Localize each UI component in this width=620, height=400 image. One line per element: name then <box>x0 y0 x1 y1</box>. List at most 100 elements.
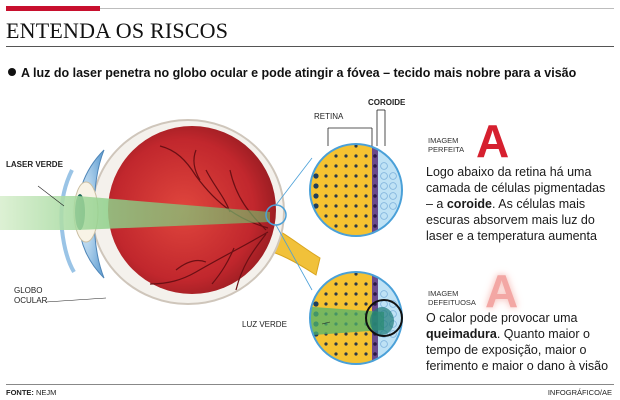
image-tag-a-line2: PERFEITA <box>428 145 465 154</box>
retina-cell <box>354 204 358 208</box>
retina-cell <box>344 174 348 178</box>
panel-b-line4: ferimento e maior o dano à visão <box>426 359 609 373</box>
retina-cell <box>344 194 348 198</box>
choroid-cell <box>380 212 388 220</box>
image-tag-b-line1: IMAGEM <box>428 289 459 298</box>
retina-cell <box>334 174 338 178</box>
retina-cell <box>364 282 368 286</box>
retina-cell <box>313 203 319 209</box>
retina-cell <box>354 342 358 346</box>
title-accent-bar <box>6 6 100 11</box>
panel-a-text: Logo abaixo da retina há uma camada de c… <box>426 164 605 244</box>
pigment-cell <box>373 224 377 228</box>
retina-cell <box>364 164 368 168</box>
panel-b-line2-bold: queimadura <box>426 327 497 341</box>
footer-source-value: NEJM <box>36 388 57 397</box>
label-coroide: COROIDE <box>368 98 406 107</box>
retina-cell <box>324 292 328 296</box>
label-globo: GLOBO OCULAR <box>14 286 54 306</box>
footer-divider <box>6 384 614 385</box>
label-retina: RETINA <box>314 112 344 121</box>
retina-cell <box>354 302 358 306</box>
retina-cell <box>364 352 368 356</box>
retina-cell <box>344 282 348 286</box>
retina-cell <box>354 352 358 356</box>
leader-line <box>37 185 65 207</box>
label-laser-text: LASER VERDE <box>6 160 63 169</box>
retina-cell <box>354 154 358 158</box>
panel-a-line3-post: . As células mais <box>492 197 586 211</box>
leader-line <box>321 321 331 325</box>
label-laser: LASER VERDE <box>6 160 63 170</box>
retina-cell <box>324 214 328 218</box>
panel-a-line4: escuras absorvem mais luz do <box>426 213 595 227</box>
retina-cell <box>364 342 368 346</box>
letter-a-sharp: A <box>476 115 510 167</box>
retina-cell <box>364 214 368 218</box>
image-tag-b: IMAGEM DEFEITUOSA <box>428 289 476 307</box>
retina-cell <box>334 282 338 286</box>
retina-cell <box>324 302 328 306</box>
pigment-cell <box>373 342 377 346</box>
retina-cell <box>344 332 348 336</box>
retina-cell <box>324 164 328 168</box>
title-top-rule <box>100 8 614 9</box>
retina-cell <box>364 204 368 208</box>
retina-cell <box>334 154 338 158</box>
retina-cell <box>354 214 358 218</box>
choroid-cell <box>380 340 388 348</box>
pigment-cell <box>373 352 377 356</box>
panel-b-line2: queimadura. Quanto maior o <box>426 326 608 342</box>
retina-cell <box>354 144 358 148</box>
retina-cell <box>313 173 319 179</box>
retina-cell <box>334 292 338 296</box>
burn-highlight <box>365 299 403 337</box>
retina-cell <box>354 282 358 286</box>
choroid-cell <box>380 192 388 200</box>
panel-a-line5: laser e a temperatura aumenta <box>426 229 597 243</box>
detail-circle-a <box>309 143 403 237</box>
retina-cell <box>354 164 358 168</box>
retina-cell <box>354 224 358 228</box>
retina-cell <box>364 302 368 306</box>
retina-cell <box>354 292 358 296</box>
choroid-cell <box>380 172 388 180</box>
pigment-cell <box>373 292 377 296</box>
pigment-cell <box>373 214 377 218</box>
retina-cell <box>364 184 368 188</box>
choroid-cell <box>389 192 397 200</box>
retina-cell <box>334 164 338 168</box>
footer-credit: INFOGRÁFICO/AE <box>547 388 612 397</box>
retina-cell <box>334 352 338 356</box>
retina-cell <box>344 302 348 306</box>
retina-cell <box>344 224 348 228</box>
retina-cell <box>344 214 348 218</box>
pigment-cell <box>373 174 377 178</box>
retina-cell <box>364 332 368 336</box>
retina-cell <box>354 184 358 188</box>
retina-cell <box>324 174 328 178</box>
retina-cell <box>324 184 328 188</box>
retina-cell <box>344 342 348 346</box>
pigment-cell <box>373 184 377 188</box>
pigment-cell <box>373 154 377 158</box>
label-globo-text: GLOBO OCULAR <box>14 286 48 305</box>
image-tag-b-line2: DEFEITUOSA <box>428 298 476 307</box>
retina-cell <box>334 214 338 218</box>
panel-a-line3-pre: – a <box>426 197 447 211</box>
leader-line <box>45 297 107 303</box>
retina-cell <box>364 154 368 158</box>
retina-cell <box>334 302 338 306</box>
retina-cell <box>334 224 338 228</box>
retina-cell <box>334 194 338 198</box>
retina-cell <box>324 342 328 346</box>
laser-beam <box>0 196 270 230</box>
pigment-cell <box>373 164 377 168</box>
retina-cell <box>344 164 348 168</box>
panel-b-line1: O calor pode provocar uma <box>426 311 578 325</box>
page-title: ENTENDA OS RISCOS <box>6 18 229 43</box>
label-luz-verde: LUZ VERDE <box>242 320 287 329</box>
footer-source-label: FONTE: <box>6 388 34 397</box>
panel-b-text: O calor pode provocar uma queimadura. Qu… <box>426 310 608 374</box>
